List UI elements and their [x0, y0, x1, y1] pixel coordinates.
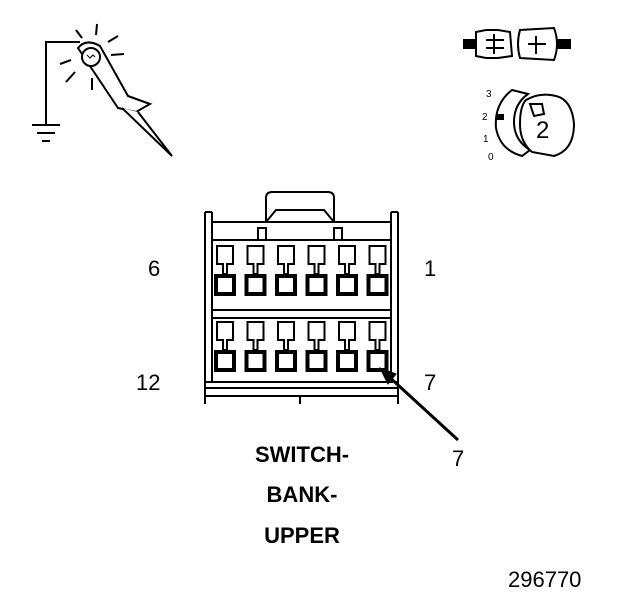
- cavity-grid: [214, 245, 389, 372]
- ground-probe-icon: [32, 23, 173, 157]
- cavity-latch: [307, 321, 326, 351]
- connector-body: [204, 191, 399, 404]
- key-position-3: 3: [486, 89, 492, 100]
- cavity-latch: [216, 321, 234, 351]
- cavity-5: [244, 245, 267, 296]
- title-line-2: BANK-: [267, 482, 338, 507]
- cavity-8: [336, 321, 358, 372]
- title-line-1: SWITCH-: [255, 442, 349, 467]
- cavity-2: [336, 245, 358, 296]
- key-selected-position: 2: [536, 117, 549, 144]
- cavity-1: [366, 245, 389, 296]
- cavity-terminal: [305, 350, 328, 372]
- connector-pair-icon: [463, 26, 571, 62]
- cavity-latch: [277, 321, 295, 351]
- cavity-latch: [368, 245, 387, 275]
- cavity-6: [214, 245, 236, 296]
- cavity-terminal: [275, 350, 297, 372]
- cavity-terminal: [244, 350, 267, 372]
- cavity-11: [244, 321, 267, 372]
- ignition-key-icon: 3 2 1 0 2: [482, 88, 576, 163]
- cavity-terminal: [214, 274, 236, 296]
- cavity-terminal: [336, 350, 358, 372]
- pin-label-1: 1: [424, 256, 436, 281]
- key-position-1: 1: [483, 134, 489, 145]
- key-position-2: 2: [482, 112, 488, 123]
- pin-label-7: 7: [424, 370, 436, 395]
- cavity-latch: [216, 245, 234, 275]
- title-line-3: UPPER: [264, 523, 340, 548]
- cavity-4: [275, 245, 297, 296]
- key-position-0: 0: [488, 152, 494, 163]
- cavity-7: [366, 321, 389, 372]
- cavity-terminal: [366, 274, 389, 296]
- callout-label: 7: [452, 446, 464, 471]
- callout-arrow: [378, 367, 460, 442]
- pin-label-12: 12: [136, 370, 160, 395]
- pin-label-6: 6: [148, 256, 160, 281]
- figure-id: 296770: [508, 567, 581, 592]
- cavity-3: [305, 245, 328, 296]
- cavity-terminal: [366, 350, 389, 372]
- cavity-terminal: [244, 274, 267, 296]
- cavity-terminal: [336, 274, 358, 296]
- cavity-latch: [246, 245, 265, 275]
- cavity-latch: [338, 321, 356, 351]
- cavity-terminal: [275, 274, 297, 296]
- cavity-latch: [338, 245, 356, 275]
- cavity-latch: [307, 245, 326, 275]
- cavity-latch: [277, 245, 295, 275]
- cavity-terminal: [214, 350, 236, 372]
- cavity-10: [275, 321, 297, 372]
- cavity-9: [305, 321, 328, 372]
- cavity-terminal: [305, 274, 328, 296]
- cavity-latch: [368, 321, 387, 351]
- cavity-12: [214, 321, 236, 372]
- cavity-latch: [246, 321, 265, 351]
